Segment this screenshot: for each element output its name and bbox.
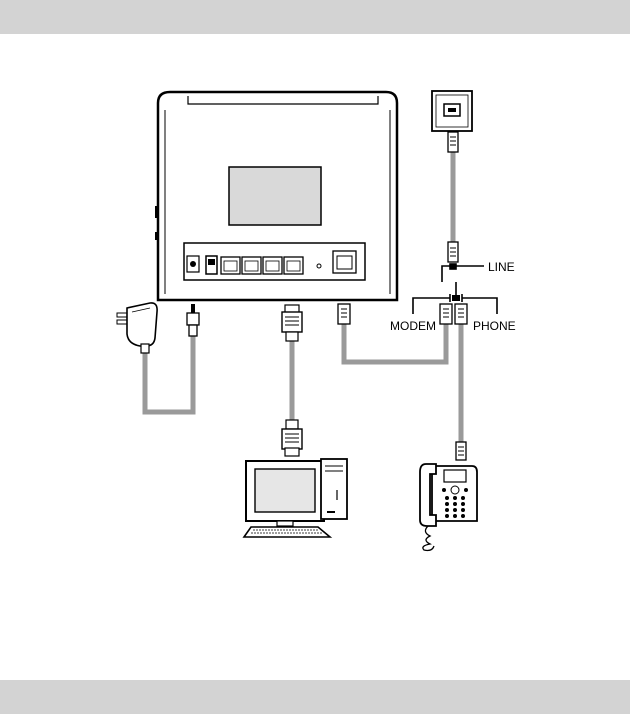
label-modem: MODEM <box>390 319 436 333</box>
label-line: LINE <box>488 260 515 274</box>
rj11-plug-router-icon <box>338 304 350 324</box>
telephone-display <box>444 470 466 482</box>
label-phone: PHONE <box>473 319 516 333</box>
computer-tower <box>321 459 347 519</box>
power-cable <box>145 335 193 412</box>
rj11-plug-top-icon <box>448 132 458 152</box>
lan-port <box>284 257 303 274</box>
rj11-plug-splitter-icon <box>448 242 458 262</box>
wall-jack <box>432 91 472 131</box>
router-label-plate <box>229 167 321 225</box>
power-adapter-icon <box>117 303 157 353</box>
lan-port <box>242 257 261 274</box>
rj11-plug-modem-icon <box>440 304 452 324</box>
computer-icon <box>244 459 347 537</box>
telephone-cord <box>423 526 434 551</box>
router <box>155 92 397 300</box>
lan-port <box>263 257 282 274</box>
monitor-screen <box>255 469 315 512</box>
reset-hole-icon <box>317 264 321 268</box>
power-socket-icon <box>190 261 196 267</box>
telephone-icon <box>420 464 477 551</box>
keyboard <box>244 527 330 537</box>
rj11-plug-phone-bottom-icon <box>456 442 466 460</box>
rj45-plug-bottom-icon <box>282 420 302 456</box>
rj45-plug-top-icon <box>282 305 302 341</box>
rj11-plug-phone-icon <box>455 304 467 324</box>
lan-port <box>221 257 240 274</box>
dc-plug-icon <box>187 304 199 336</box>
